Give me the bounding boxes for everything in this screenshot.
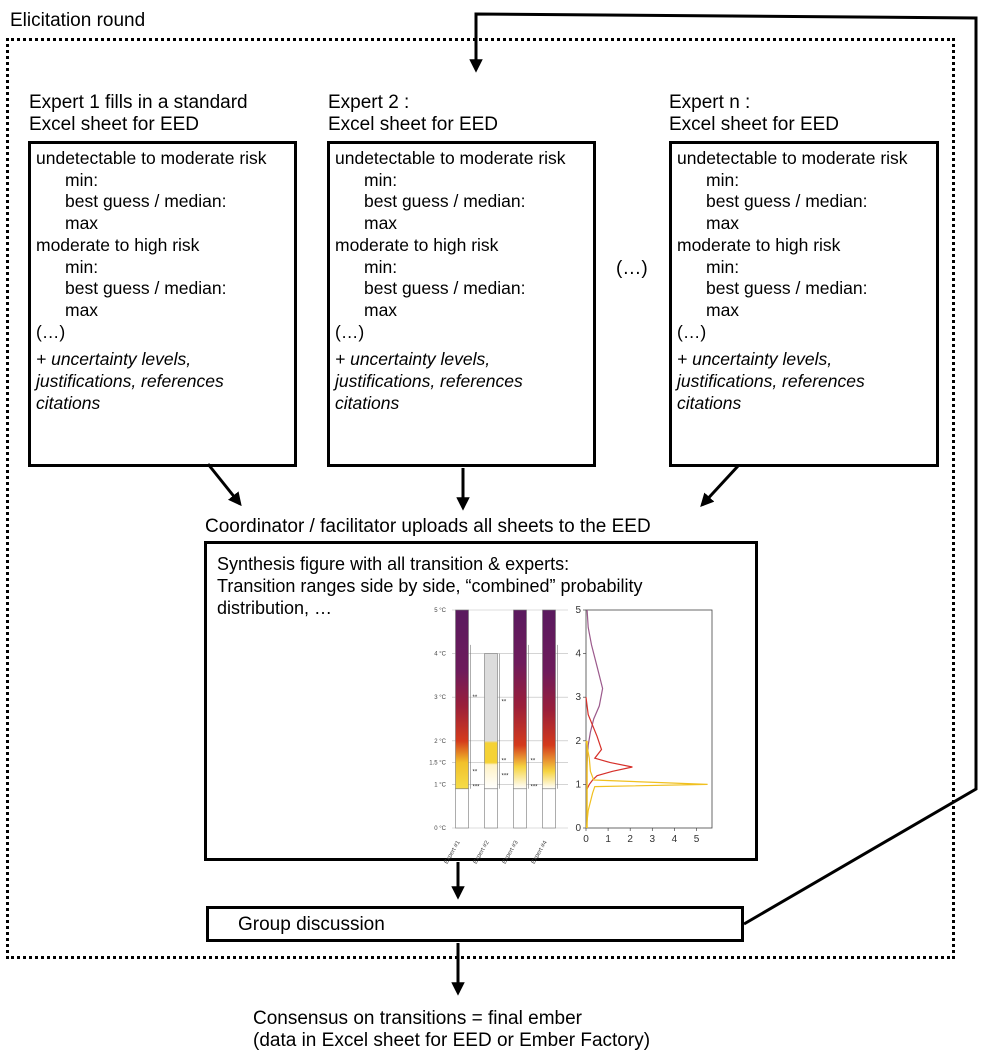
expert-n-header: Expert n : Excel sheet for EED xyxy=(669,92,839,136)
x-tick-label: 0 xyxy=(583,834,589,845)
ember-bar xyxy=(513,609,527,790)
expert-1-sheet: undetectable to moderate risk min: best … xyxy=(28,141,297,467)
y-tick-label: 4 °C xyxy=(434,652,446,658)
sheet-line: max xyxy=(65,213,99,234)
y-tick-label: 1 °C xyxy=(434,782,446,788)
sheet-line: min: xyxy=(364,256,398,277)
sheet-line: undetectable to moderate risk xyxy=(677,148,908,168)
x-tick-label: 5 xyxy=(694,834,700,845)
sheet-line: min: xyxy=(706,169,740,190)
y-tick-label: 0 °C xyxy=(434,826,446,832)
sheet-extra-line: + uncertainty levels, xyxy=(677,349,833,370)
group-discussion-label: Group discussion xyxy=(238,914,385,935)
expert-2-header-line-2: Excel sheet for EED xyxy=(328,114,499,135)
y-tick-label: 3 xyxy=(575,692,581,703)
sheet-extra-line: citations xyxy=(677,392,742,413)
sheet-line: best guess / median: xyxy=(706,278,868,299)
sheet-line: best guess / median: xyxy=(65,278,227,299)
expert-1-header-line-1: Expert 1 fills in a standard xyxy=(29,92,248,113)
expert-n-sheet: undetectable to moderate risk min: best … xyxy=(669,141,939,467)
ember-bar-base xyxy=(542,788,556,829)
sheet-line: moderate to high risk xyxy=(36,234,200,255)
sheet-line: max xyxy=(706,213,740,234)
x-tick-label: 2 xyxy=(627,834,633,845)
y-tick-label: 4 xyxy=(575,649,581,660)
ember-bar-base xyxy=(484,788,498,829)
sheet-line: max xyxy=(65,299,99,320)
y-tick-label: 1.5 °C xyxy=(429,761,446,767)
sheet-line: min: xyxy=(65,256,99,277)
plot-frame xyxy=(585,609,713,829)
x-tick-label: 3 xyxy=(650,834,656,845)
confidence-label: ** xyxy=(531,758,536,764)
sheet-line: best guess / median: xyxy=(706,191,868,212)
sheet-extra-line: citations xyxy=(335,392,400,413)
sheet-line: moderate to high risk xyxy=(677,234,841,255)
ember-bar xyxy=(484,653,498,790)
y-tick-label: 3 °C xyxy=(434,695,446,701)
probability-distribution-chart: 0 1 2 3 4 5 0 1 2 3 4 5 xyxy=(575,605,713,845)
expert-n-header-line-2: Excel sheet for EED xyxy=(669,114,840,135)
sheet-extra-line: justifications, references xyxy=(36,371,224,392)
sheet-extra-line: + uncertainty levels, xyxy=(335,349,491,370)
consensus-text: Consensus on transitions = final ember (… xyxy=(253,1008,650,1052)
ember-bar xyxy=(455,609,469,790)
y-tick-label: 1 xyxy=(575,779,581,790)
sheet-extra-line: citations xyxy=(36,392,101,413)
sheet-line: moderate to high risk xyxy=(335,234,499,255)
expert-2-header-line-1: Expert 2 : xyxy=(328,92,410,113)
consensus-line: (data in Excel sheet for EED or Ember Fa… xyxy=(253,1030,651,1051)
sheet-line: (…) xyxy=(677,321,707,342)
synthesis-line: Synthesis figure with all transition & e… xyxy=(217,554,570,574)
x-tick-label: 1 xyxy=(605,834,611,845)
ellipsis-between-experts: (…) xyxy=(616,258,648,279)
confidence-label: *** xyxy=(473,785,481,791)
y-tick-label: 2 °C xyxy=(434,739,446,745)
expert-2-header: Expert 2 : Excel sheet for EED xyxy=(328,92,498,136)
consensus-line: Consensus on transitions = final ember xyxy=(253,1008,582,1029)
sheet-line: best guess / median: xyxy=(65,191,227,212)
y-tick-label: 5 °C xyxy=(434,608,446,614)
confidence-label: ** xyxy=(502,758,507,764)
expert-2-sheet: undetectable to moderate risk min: best … xyxy=(327,141,596,467)
sheet-line: best guess / median: xyxy=(364,278,526,299)
x-tick-label: 4 xyxy=(672,834,678,845)
ember-bar-base xyxy=(455,788,469,829)
synthesis-line: Transition ranges side by side, “combine… xyxy=(217,576,643,596)
sheet-line: undetectable to moderate risk xyxy=(335,148,566,168)
synthesis-line: distribution, … xyxy=(217,598,333,618)
y-tick-label: 2 xyxy=(575,736,581,747)
sheet-line: best guess / median: xyxy=(364,191,526,212)
confidence-label: *** xyxy=(531,785,539,791)
expert-n-header-line-1: Expert n : xyxy=(669,92,751,113)
confidence-label: ** xyxy=(473,695,478,701)
sheet-extra-line: justifications, references xyxy=(677,371,865,392)
group-discussion-box: Group discussion xyxy=(206,906,744,942)
sheet-line: (…) xyxy=(335,321,365,342)
sheet-line: min: xyxy=(364,169,398,190)
coordinator-label: Coordinator / facilitator uploads all sh… xyxy=(205,516,651,537)
y-tick-label: 5 xyxy=(575,605,581,616)
ember-bar-base xyxy=(513,788,527,829)
confidence-label: ** xyxy=(473,769,478,775)
sheet-extra-line: + uncertainty levels, xyxy=(36,349,192,370)
sheet-line: min: xyxy=(706,256,740,277)
expert-1-header-line-2: Excel sheet for EED xyxy=(29,114,200,135)
y-tick-label: 0 xyxy=(575,823,581,834)
ember-bar xyxy=(542,609,556,790)
sheet-extra-line: justifications, references xyxy=(335,371,523,392)
sheet-line: max xyxy=(364,213,398,234)
sheet-line: max xyxy=(706,299,740,320)
confidence-label: ** xyxy=(502,700,507,706)
confidence-label: *** xyxy=(502,774,510,780)
sheet-line: min: xyxy=(65,169,99,190)
sheet-line: max xyxy=(364,299,398,320)
round-label: Elicitation round xyxy=(10,10,146,31)
sheet-line: (…) xyxy=(36,321,66,342)
expert-1-header: Expert 1 fills in a standard Excel sheet… xyxy=(29,92,248,136)
sheet-line: undetectable to moderate risk xyxy=(36,148,267,168)
